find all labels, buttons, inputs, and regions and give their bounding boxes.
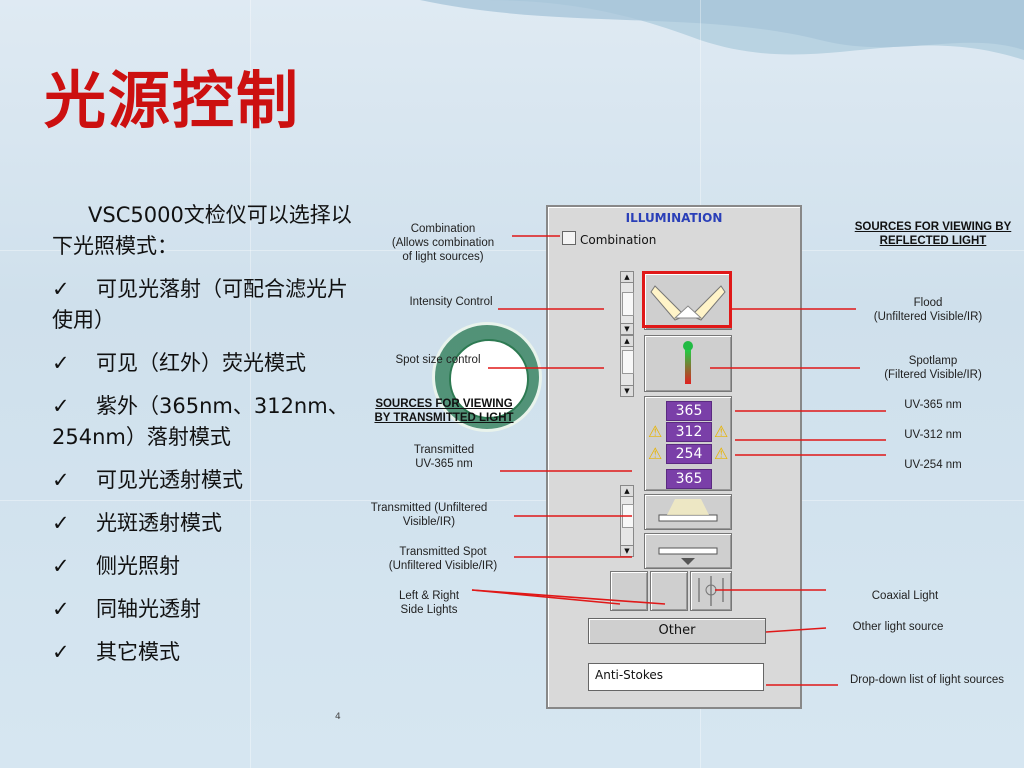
right-side-light-button[interactable] bbox=[650, 571, 688, 611]
grid-line bbox=[0, 500, 1024, 501]
bullet-list: VSC5000文检仪可以选择以下光照模式： ✓可见光落射（可配合滤光片使用） ✓… bbox=[52, 200, 362, 668]
uv-254-button[interactable]: 254 bbox=[666, 444, 712, 464]
illumination-panel: ILLUMINATION Combination ▲ ▼ ▲ ▼ ▲ ▼ 36 bbox=[546, 205, 802, 709]
spot-size-scrollbar[interactable]: ▲ ▼ bbox=[620, 335, 634, 397]
other-button[interactable]: Other bbox=[588, 618, 766, 644]
scroll-down-icon[interactable]: ▼ bbox=[621, 323, 633, 334]
side-lights-callout: Left & Right Side Lights bbox=[398, 590, 460, 616]
header-wave-decoration bbox=[0, 0, 1024, 60]
spotlamp-button[interactable] bbox=[644, 335, 732, 392]
transmitted-header-callout: SOURCES FOR VIEWING BY TRANSMITTED LIGHT bbox=[374, 398, 514, 424]
page-number: 4 bbox=[335, 712, 341, 722]
flood-callout: Flood (Unfiltered Visible/IR) bbox=[873, 297, 983, 323]
scroll-up-icon[interactable]: ▲ bbox=[621, 272, 633, 283]
left-side-light-button[interactable] bbox=[610, 571, 648, 611]
uv-365-button[interactable]: 365 bbox=[666, 401, 712, 421]
list-item: ✓紫外（365nm、312nm、254nm）落射模式 bbox=[52, 391, 362, 453]
checkmark-icon: ✓ bbox=[52, 554, 70, 578]
reflected-header-callout: SOURCES FOR VIEWING BY REFLECTED LIGHT bbox=[854, 221, 1012, 247]
combination-checkbox[interactable] bbox=[562, 231, 576, 245]
scroll-up-icon[interactable]: ▲ bbox=[621, 336, 633, 347]
list-item: ✓可见光透射模式 bbox=[52, 465, 362, 496]
scroll-thumb[interactable] bbox=[622, 504, 634, 528]
warning-icon: ⚠ bbox=[648, 444, 663, 463]
university-seal-logo bbox=[432, 322, 542, 432]
transmitted-scrollbar[interactable]: ▲ ▼ bbox=[620, 485, 634, 557]
other-source-callout: Other light source bbox=[852, 621, 944, 633]
uv-312-button[interactable]: 312 bbox=[666, 422, 712, 442]
coaxial-callout: Coaxial Light bbox=[871, 590, 939, 602]
combination-label: Combination bbox=[580, 233, 657, 247]
uv254-callout: UV-254 nm bbox=[904, 459, 962, 471]
flood-highlight-box bbox=[642, 271, 732, 328]
transmitted-unfiltered-callout: Transmitted (Unfiltered Visible/IR) bbox=[370, 502, 488, 528]
scroll-down-icon[interactable]: ▼ bbox=[621, 385, 633, 396]
list-item: ✓同轴光透射 bbox=[52, 594, 362, 625]
scroll-thumb[interactable] bbox=[622, 350, 634, 374]
transmitted-spot-callout: Transmitted Spot (Unfiltered Visible/IR) bbox=[388, 546, 498, 572]
list-item: ✓光斑透射模式 bbox=[52, 508, 362, 539]
scroll-down-icon[interactable]: ▼ bbox=[621, 545, 633, 556]
spotlamp-icon bbox=[683, 341, 693, 384]
uv312-callout: UV-312 nm bbox=[904, 429, 962, 441]
warning-icon: ⚠ bbox=[714, 444, 729, 463]
transmitted-uv-365-button[interactable]: 365 bbox=[666, 469, 712, 489]
scroll-thumb[interactable] bbox=[622, 292, 634, 316]
intro-text: VSC5000文检仪可以选择以下光照模式： bbox=[52, 203, 352, 258]
flood-lamp-icon bbox=[650, 285, 726, 321]
grid-line bbox=[250, 0, 251, 768]
checkmark-icon: ✓ bbox=[52, 394, 70, 418]
warning-icon: ⚠ bbox=[648, 422, 663, 441]
warning-icon: ⚠ bbox=[714, 422, 729, 441]
slide-title: 光源控制 bbox=[44, 64, 301, 137]
light-source-dropdown[interactable]: Anti-Stokes bbox=[588, 663, 764, 691]
checkmark-icon: ✓ bbox=[52, 468, 70, 492]
intensity-callout: Intensity Control bbox=[409, 296, 493, 308]
spotlamp-callout: Spotlamp (Filtered Visible/IR) bbox=[884, 355, 982, 381]
checkmark-icon: ✓ bbox=[52, 351, 70, 375]
intensity-scrollbar[interactable]: ▲ ▼ bbox=[620, 271, 634, 335]
transmitted-unfiltered-button[interactable] bbox=[644, 494, 732, 530]
checkmark-icon: ✓ bbox=[52, 277, 70, 301]
coaxial-light-icon bbox=[698, 576, 724, 606]
coaxial-light-button[interactable] bbox=[690, 571, 732, 611]
transmitted-uv-callout: Transmitted UV-365 nm bbox=[413, 444, 475, 470]
list-item: ✓可见光落射（可配合滤光片使用） bbox=[52, 274, 362, 336]
checkmark-icon: ✓ bbox=[52, 511, 70, 535]
grid-line bbox=[0, 250, 1024, 251]
transmitted-spot-button[interactable] bbox=[644, 533, 732, 569]
list-item: ✓其它模式 bbox=[52, 637, 362, 668]
list-item: ✓可见（红外）荧光模式 bbox=[52, 348, 362, 379]
spot-size-callout: Spot size control bbox=[395, 354, 481, 366]
panel-title: ILLUMINATION bbox=[625, 211, 723, 225]
combination-callout: Combination (Allows combination of light… bbox=[391, 223, 495, 263]
transmitted-light-icon bbox=[658, 499, 718, 522]
scroll-up-icon[interactable]: ▲ bbox=[621, 486, 633, 497]
uv365-callout: UV-365 nm bbox=[904, 399, 962, 411]
checkmark-icon: ✓ bbox=[52, 640, 70, 664]
checkmark-icon: ✓ bbox=[52, 597, 70, 621]
list-item: ✓侧光照射 bbox=[52, 551, 362, 582]
transmitted-spot-icon bbox=[658, 547, 718, 565]
dropdown-callout: Drop-down list of light sources bbox=[849, 674, 1005, 686]
